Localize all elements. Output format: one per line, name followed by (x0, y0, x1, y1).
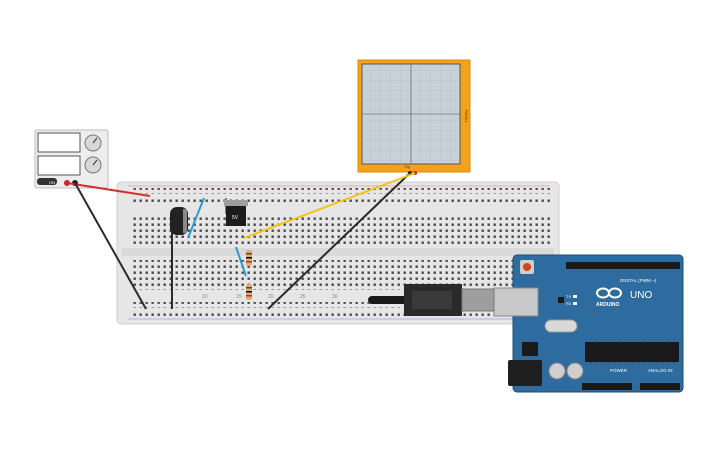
power-switch-label: ON (49, 180, 55, 185)
power-header[interactable] (582, 383, 632, 390)
reset-button[interactable] (523, 263, 531, 271)
power-header-label: POWER (610, 368, 628, 373)
top-ground-rail[interactable] (130, 196, 550, 202)
arduino-logo-icon (596, 287, 622, 299)
regulator-label: 5V (232, 215, 239, 221)
blue-wire-lower[interactable] (235, 246, 247, 277)
usb-cable[interactable] (368, 284, 495, 316)
black-wire-scope-ground[interactable] (267, 172, 411, 310)
current-display (37, 155, 81, 176)
bottom-power-rail[interactable] (130, 302, 550, 308)
resistor-top[interactable] (246, 250, 252, 266)
column-number: 10 (202, 294, 208, 300)
blue-wire-upper[interactable] (187, 197, 205, 239)
wires (66, 172, 416, 310)
probe-label: Trig (404, 165, 410, 169)
red-wire[interactable] (66, 182, 151, 197)
voltage-display (37, 132, 81, 153)
digital-label: DIGITAL (PWM ~) (620, 278, 657, 283)
top-power-rail[interactable] (130, 188, 550, 194)
crystal-oscillator (544, 319, 578, 333)
arduino-brand: ARDUINO (596, 302, 619, 308)
dc-power-jack[interactable] (508, 360, 542, 386)
rx-label: RX (566, 301, 572, 306)
analog-header-label: ANALOG IN (648, 368, 673, 373)
column-number: 20 (268, 294, 274, 300)
column-number: 25 (300, 294, 306, 300)
atmega-chip (585, 342, 679, 362)
column-number: 30 (332, 294, 338, 300)
usb-port[interactable] (493, 287, 539, 317)
lower-terminal-strip[interactable] (130, 260, 550, 290)
arduino-model: UNO (630, 290, 652, 301)
bottom-ground-rail[interactable] (130, 310, 550, 316)
black-wire-supply-ground[interactable] (74, 182, 147, 310)
arduino-uno[interactable]: DIGITAL (PWM ~) ARDUINO UNO TX RX POWER … (493, 254, 684, 393)
power-switch[interactable] (37, 178, 57, 185)
oscilloscope-side-label: PANEL (464, 110, 469, 124)
tx-label: TX (566, 294, 571, 299)
board-capacitor (548, 362, 566, 380)
analog-header[interactable] (640, 383, 680, 390)
electrolytic-capacitor[interactable] (170, 207, 188, 235)
bench-power-supply[interactable]: ON (34, 129, 109, 189)
column-number: 15 (236, 294, 242, 300)
oscilloscope[interactable]: PANEL Trig (357, 59, 471, 175)
digital-header[interactable] (566, 262, 680, 269)
resistor-bottom[interactable] (246, 284, 252, 300)
voltage-regulator[interactable]: 5V (224, 200, 248, 226)
yellow-wire-signal[interactable] (243, 172, 416, 239)
board-capacitor (566, 362, 584, 380)
